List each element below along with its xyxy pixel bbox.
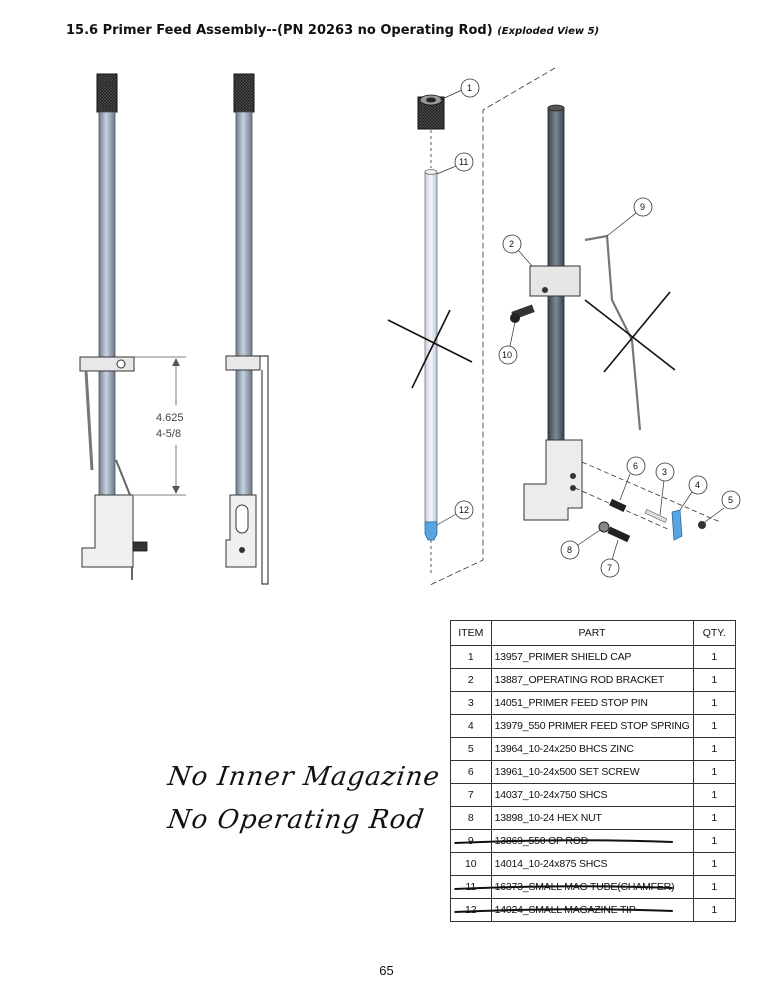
table-cell-qty: 1 xyxy=(692,829,737,853)
table-cell-item: 9 xyxy=(450,829,492,853)
op-rod-wire xyxy=(584,234,642,431)
set-screw-6 xyxy=(609,498,627,513)
callout-11: 11 xyxy=(459,157,468,167)
stop-pin-3 xyxy=(644,509,668,523)
table-cell-part: 14014_10-24x875 SHCS xyxy=(490,852,694,876)
table-cell-qty: 1 xyxy=(692,852,737,876)
callouts: 1 2 3 4 5 6 7 8 9 10 11 12 xyxy=(436,78,741,578)
table-cell-item: 8 xyxy=(450,806,492,830)
exploded-view xyxy=(387,67,721,586)
table-cell-part: 13979_550 PRIMER FEED STOP SPRING xyxy=(490,714,694,738)
magazine-tube xyxy=(98,111,116,503)
table-cell-qty: 1 xyxy=(692,898,737,922)
callout-5: 5 xyxy=(728,495,733,505)
table-cell-item: 1 xyxy=(450,645,492,669)
callout-9: 9 xyxy=(640,202,645,212)
page-title-subtitle: (Exploded View 5) xyxy=(497,26,600,37)
dimension-fraction: 4-5/8 xyxy=(156,428,181,440)
table-cell-item: 11 xyxy=(450,875,492,899)
callout-3: 3 xyxy=(662,467,667,477)
table-cell-qty: 1 xyxy=(692,875,737,899)
table-cell-part: 13961_10-24x500 SET SCREW xyxy=(490,760,694,784)
knurled-cap xyxy=(96,73,118,113)
callout-8: 8 xyxy=(567,545,572,555)
table-cell-item: 7 xyxy=(450,783,492,807)
front-view-assembly: 4.625 4-5/8 xyxy=(79,73,186,580)
table-cell-part: 14037_10-24x750 SHCS xyxy=(490,783,694,807)
table-header-row: ITEM PART QTY. xyxy=(450,620,737,646)
table-cell-item: 4 xyxy=(450,714,492,738)
small-mag-tube xyxy=(424,171,438,523)
page-number: 65 xyxy=(379,963,394,978)
table-cell-part: 14051_PRIMER FEED STOP PIN xyxy=(490,691,694,715)
page-title: 15.6 Primer Feed Assembly--(PN 20263 no … xyxy=(66,23,599,38)
table-cell-qty: 1 xyxy=(692,668,737,692)
table-cell-item: 6 xyxy=(450,760,492,784)
header-part: PART xyxy=(490,620,694,646)
table-cell-part: 14024_SMALL MAGAZINE TIP xyxy=(490,898,694,922)
callout-4: 4 xyxy=(695,480,700,490)
header-qty: QTY. xyxy=(692,620,737,646)
table-cell-qty: 1 xyxy=(692,760,737,784)
header-item: ITEM xyxy=(450,620,492,646)
callout-7: 7 xyxy=(607,563,612,573)
table-cell-qty: 1 xyxy=(692,714,737,738)
operating-rod-bracket xyxy=(529,265,581,297)
callout-10: 10 xyxy=(502,350,512,360)
table-cell-item: 3 xyxy=(450,691,492,715)
knurled-cap xyxy=(233,73,255,113)
dimension-decimal: 4.625 xyxy=(156,412,184,424)
magazine-tube xyxy=(235,111,253,503)
table-cell-item: 5 xyxy=(450,737,492,761)
base-block xyxy=(81,494,134,568)
table-cell-qty: 1 xyxy=(692,806,737,830)
table-cell-qty: 1 xyxy=(692,645,737,669)
table-cell-qty: 1 xyxy=(692,783,737,807)
table-cell-item: 10 xyxy=(450,852,492,876)
shcs-screw-7 xyxy=(607,526,631,543)
handwritten-note-1: No Inner Magazine xyxy=(165,762,443,792)
table-cell-item: 12 xyxy=(450,898,492,922)
exploded-view-drawing: 4.625 4-5/8 xyxy=(79,67,741,586)
table-cell-part: 13869_550 OP ROD xyxy=(490,829,694,853)
shcs-screw-10 xyxy=(510,304,535,323)
table-cell-part: 13964_10-24x250 BHCS ZINC xyxy=(490,737,694,761)
table-cell-part: 13898_10-24 HEX NUT xyxy=(490,806,694,830)
handwritten-note-2: No Operating Rod xyxy=(165,805,427,835)
stop-block xyxy=(523,439,583,521)
stop-spring-4 xyxy=(671,509,683,541)
table-cell-part: 13957_PRIMER SHIELD CAP xyxy=(490,645,694,669)
callout-2: 2 xyxy=(509,239,514,249)
table-cell-item: 2 xyxy=(450,668,492,692)
hex-nut-8 xyxy=(598,521,610,533)
page-title-main: 15.6 Primer Feed Assembly--(PN 20263 no … xyxy=(66,23,493,38)
small-magazine-tip xyxy=(424,521,438,541)
bhcs-screw-5 xyxy=(698,521,706,529)
table-cell-part: 13887_OPERATING ROD BRACKET xyxy=(490,668,694,692)
rod-bracket xyxy=(79,356,135,372)
side-view-assembly xyxy=(225,73,269,585)
table-cell-qty: 1 xyxy=(692,691,737,715)
table-cell-part: 16373_SMALL MAG TUBE(CHAMFER) xyxy=(490,875,694,899)
callout-1: 1 xyxy=(467,83,472,93)
callout-12: 12 xyxy=(459,505,469,515)
table-cell-qty: 1 xyxy=(692,737,737,761)
dimension-line: 4.625 4-5/8 xyxy=(134,356,186,496)
callout-6: 6 xyxy=(633,461,638,471)
